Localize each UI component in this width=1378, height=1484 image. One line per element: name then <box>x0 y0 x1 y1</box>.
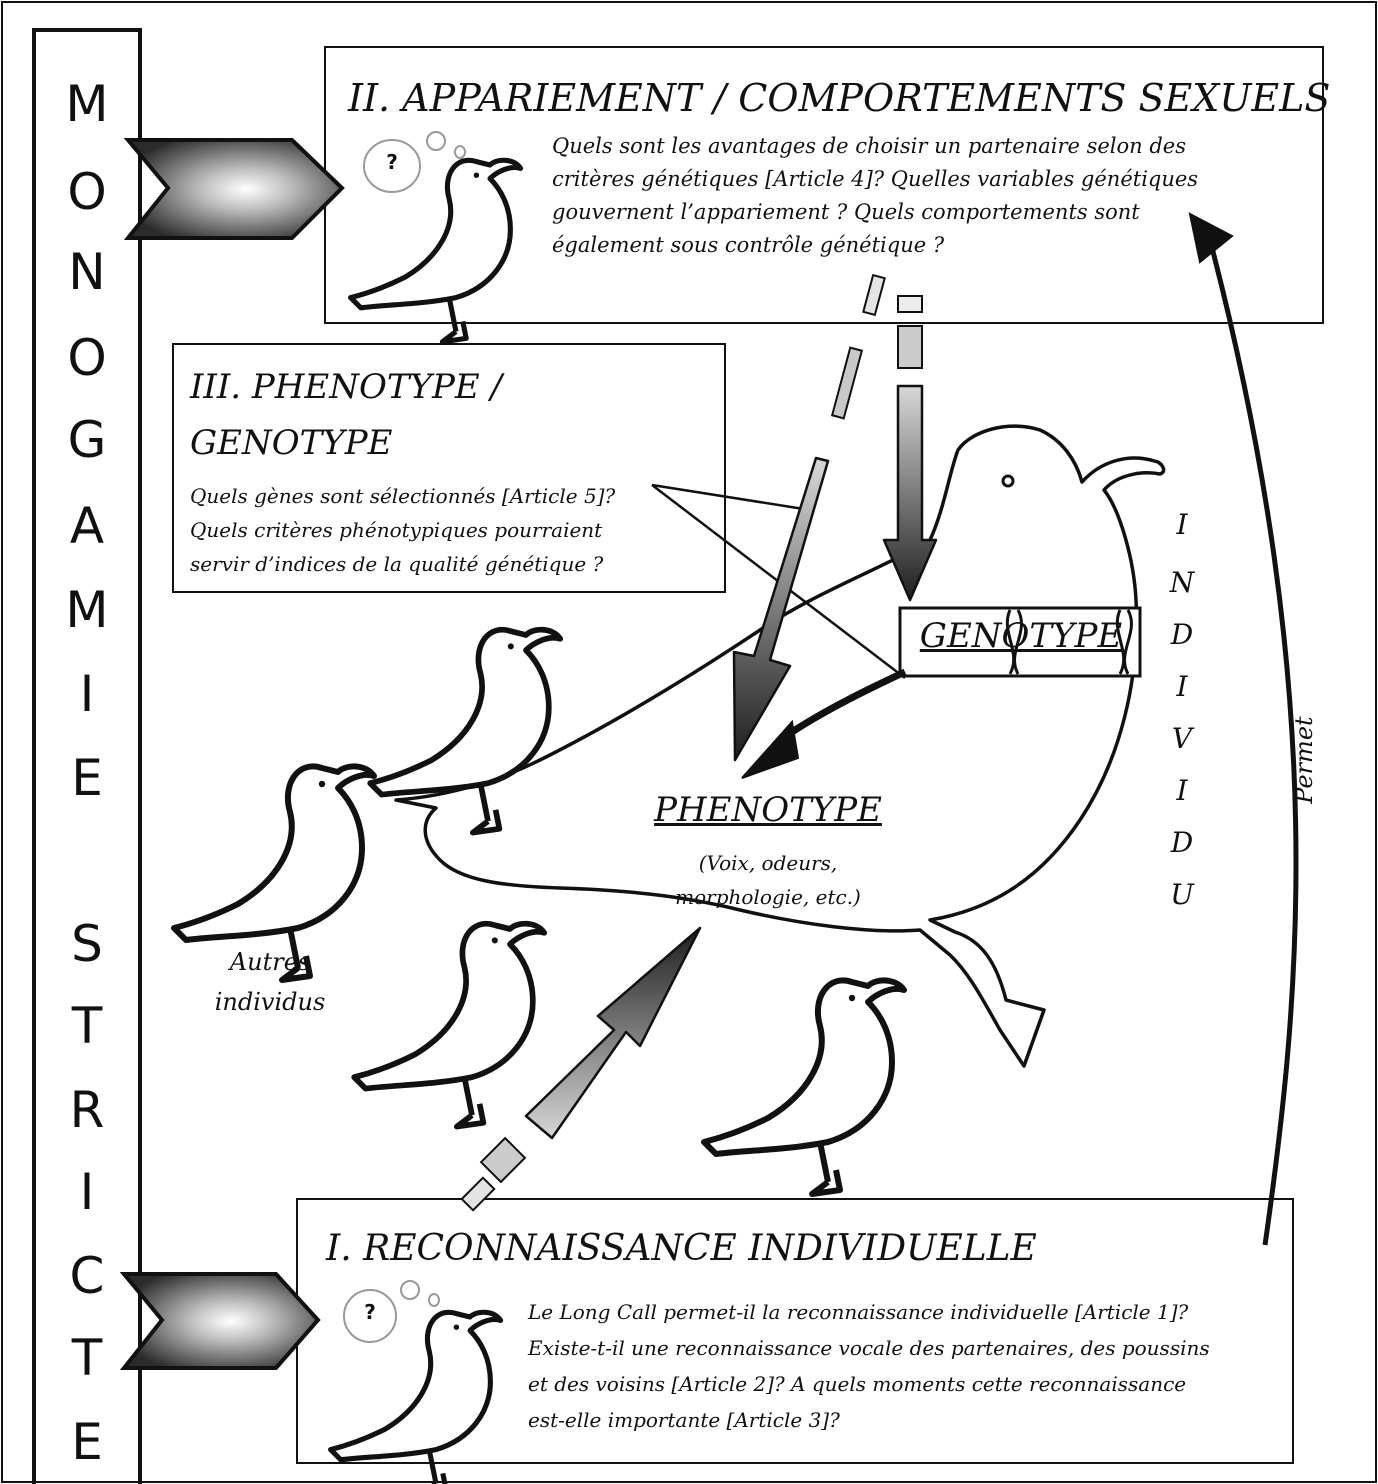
individu-letter: I <box>1176 670 1188 703</box>
appariement-line: également sous contrôle génétique ? <box>552 233 945 257</box>
sidebar-letter: M <box>65 581 109 639</box>
sidebar-letter: A <box>69 497 105 555</box>
phenotype-genotype-line: Quels gènes sont sélectionnés [Article 5… <box>190 484 616 508</box>
sidebar-letter: G <box>67 411 107 469</box>
sidebar-letter: O <box>67 163 107 221</box>
bird-icon <box>354 924 544 1127</box>
individu-letter: V <box>1171 722 1193 755</box>
phenotype-genotype-text: Quels gènes sont sélectionnés [Article 5… <box>190 479 720 581</box>
phenotype-detail: (Voix, odeurs, morphologie, etc.) <box>630 846 906 914</box>
sidebar-letter: I <box>79 1163 95 1221</box>
genotype-arrow-from-appariement <box>882 384 938 602</box>
phenotype-arrow-from-appariement <box>732 456 830 762</box>
reconnaissance-line: est-elle importante [Article 3]? <box>528 1408 840 1432</box>
appariement-title: II. APPARIEMENT / COMPORTEMENTS SEXUELS <box>348 76 1331 120</box>
thought-bubble-icon <box>343 1280 440 1343</box>
appariement-text: Quels sont les avantages de choisir un p… <box>552 130 1312 262</box>
dash-segment <box>479 1136 527 1184</box>
sidebar-letter: T <box>71 1329 103 1387</box>
permet-arrowhead <box>1188 212 1234 264</box>
dna-strand-icon <box>1115 609 1133 675</box>
phenotype-detail-line: (Voix, odeurs, <box>698 851 838 875</box>
sidebar-letter: E <box>71 1413 103 1471</box>
autres-individus-label: Autres individus <box>196 942 344 1022</box>
appariement-line: Quels sont les avantages de choisir un p… <box>552 134 1187 158</box>
phenotype-genotype-line: Quels critères phénotypiques pourraient <box>190 518 603 542</box>
connector-line <box>651 483 811 512</box>
phenotype-label: PHENOTYPE <box>654 790 882 830</box>
individu-letter: N <box>1169 566 1195 599</box>
individu-letter: D <box>1170 826 1194 859</box>
individu-letter: U <box>1170 878 1194 911</box>
permet-arrow <box>1207 239 1299 1246</box>
reconnaissance-text: Le Long Call permet-il la reconnaissance… <box>528 1294 1288 1438</box>
reconnaissance-to-phenotype-arrow <box>524 926 702 1140</box>
phenotype-genotype-title-line1: III. PHENOTYPE / <box>190 367 502 407</box>
dash-segment <box>897 325 923 369</box>
individu-letter: I <box>1176 508 1188 541</box>
sidebar-letter: E <box>71 749 103 807</box>
phenotype-detail-line: morphologie, etc.) <box>675 885 861 909</box>
sidebar-letter: C <box>69 1247 105 1305</box>
individu-letter: D <box>1170 618 1194 651</box>
appariement-line: gouvernent l’appariement ? Quels comport… <box>552 200 1140 224</box>
sidebar-letter: S <box>71 915 103 973</box>
permet-label: Permet <box>1290 716 1318 804</box>
dash-segment <box>830 346 864 420</box>
phenotype-genotype-box: III. PHENOTYPE / GENOTYPE Quels gènes so… <box>172 343 726 593</box>
question-mark-icon: ? <box>364 1300 376 1324</box>
appariement-line: critères génétiques [Article 4]? Quelles… <box>552 167 1199 191</box>
sidebar-letter: O <box>67 329 107 387</box>
autres-individus-line: Autres <box>229 948 311 976</box>
individu-letter: I <box>1176 774 1188 807</box>
reconnaissance-line: Le Long Call permet-il la reconnaissance… <box>528 1300 1189 1324</box>
sidebar-letter: R <box>69 1081 105 1139</box>
autres-individus-line: individus <box>214 988 326 1016</box>
sidebar-letter: T <box>71 997 103 1055</box>
reconnaissance-line: et des voisins [Article 2]? A quels mome… <box>528 1372 1187 1396</box>
bird-icon <box>704 980 904 1194</box>
monogamie-stricte-sidebar: M O N O G A M I E S T R I C T E <box>32 28 142 1484</box>
individual-bird-outline <box>394 424 1166 1068</box>
dash-segment <box>862 273 886 317</box>
dash-segment <box>460 1176 496 1212</box>
thought-bubble-icon <box>363 131 466 193</box>
chevron-arrow-top <box>123 138 345 240</box>
question-mark-icon: ? <box>386 150 398 174</box>
phenotype-genotype-title-line2: GENOTYPE <box>190 423 393 463</box>
dna-strand-icon <box>1005 609 1023 675</box>
reconnaissance-title: I. RECONNAISSANCE INDIVIDUELLE <box>326 1228 1037 1269</box>
bird-eye <box>1001 474 1015 488</box>
genotype-to-phenotype-arrowhead <box>741 719 800 779</box>
sidebar-letter: N <box>68 243 106 301</box>
genotype-to-phenotype-arrow <box>777 668 907 743</box>
chevron-arrow-bottom <box>119 1272 321 1370</box>
dash-segment <box>897 295 923 313</box>
sidebar-letter: I <box>79 665 95 723</box>
genotype-label: GENOTYPE <box>919 616 1123 656</box>
sidebar-letter: M <box>65 75 109 133</box>
reconnaissance-line: Existe-t-il une reconnaissance vocale de… <box>528 1336 1210 1360</box>
phenotype-genotype-line: servir d’indices de la qualité génétique… <box>190 552 604 576</box>
